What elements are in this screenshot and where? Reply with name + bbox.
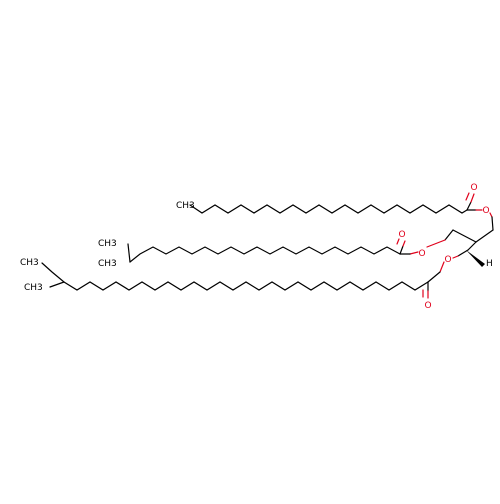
chain-1-carbon-backbone: [189, 204, 468, 214]
atom-o-chain2-ester: O: [418, 249, 425, 259]
chain-2: [127, 238, 419, 263]
atom-o-chain1-ester: O: [482, 206, 489, 216]
glycerol-c2-c3-bond: [452, 229, 477, 243]
chain-2-carbonyl-bond-b: [402, 240, 406, 247]
chain-3-carbon-backbone: [41, 262, 429, 291]
chain-3-ester-bond-a: [439, 261, 445, 273]
atom-o-chain3-carbonyl: O: [424, 301, 431, 311]
glycerol-c3-o-bond-a: [444, 229, 454, 241]
chain-3-branch-bond: [49, 281, 65, 288]
chain-2-ester-bond-a: [409, 251, 419, 255]
chain-3-ester-bond-b: [427, 271, 441, 283]
stereo-wedge-bond: [466, 250, 485, 267]
glycerol-c1-c2-bond: [475, 229, 494, 243]
atom-h-stereo: H: [486, 259, 493, 269]
glycerol-c2-o-bond-b: [452, 255, 459, 259]
glycerol-c2-link: [467, 241, 477, 251]
atom-ch3-chain2-branch: CH3: [98, 239, 117, 249]
atom-ch3-chain3-end: CH3: [20, 258, 39, 268]
chain-2-branch-bond: [127, 243, 131, 263]
chain-2-carbonyl-bond-c: [396, 238, 400, 245]
chain-1: [189, 192, 494, 231]
atom-ch3-chain1: CH3: [176, 201, 195, 211]
glycerol-c2-o-bond-a: [457, 249, 469, 257]
chain-3: [41, 261, 445, 299]
chain-2-carbonyl-bond-a: [399, 245, 404, 255]
atom-o-chain2-carbonyl: O: [398, 230, 405, 240]
chain-1-carbonyl-bond-c: [465, 192, 470, 201]
atom-ch3-chain3-branch: CH3: [24, 283, 43, 293]
glycerol-core: [426, 229, 494, 267]
atom-o-chain1-carbonyl: O: [470, 183, 477, 193]
glycerol-c3-o-bond-b: [426, 239, 446, 248]
chain-1-o-ch2-bond-b: [491, 216, 494, 231]
chain-2-carbon-backbone: [129, 246, 401, 263]
chain-1-carbonyl-bond-b: [470, 193, 475, 203]
atom-ch3-chain2-end: CH3: [98, 259, 117, 269]
chain-1-carbonyl-bond-a: [466, 201, 472, 211]
chain-1-o-ch2-bond-a: [489, 212, 493, 218]
atom-o-chain3-ester: O: [444, 255, 451, 265]
